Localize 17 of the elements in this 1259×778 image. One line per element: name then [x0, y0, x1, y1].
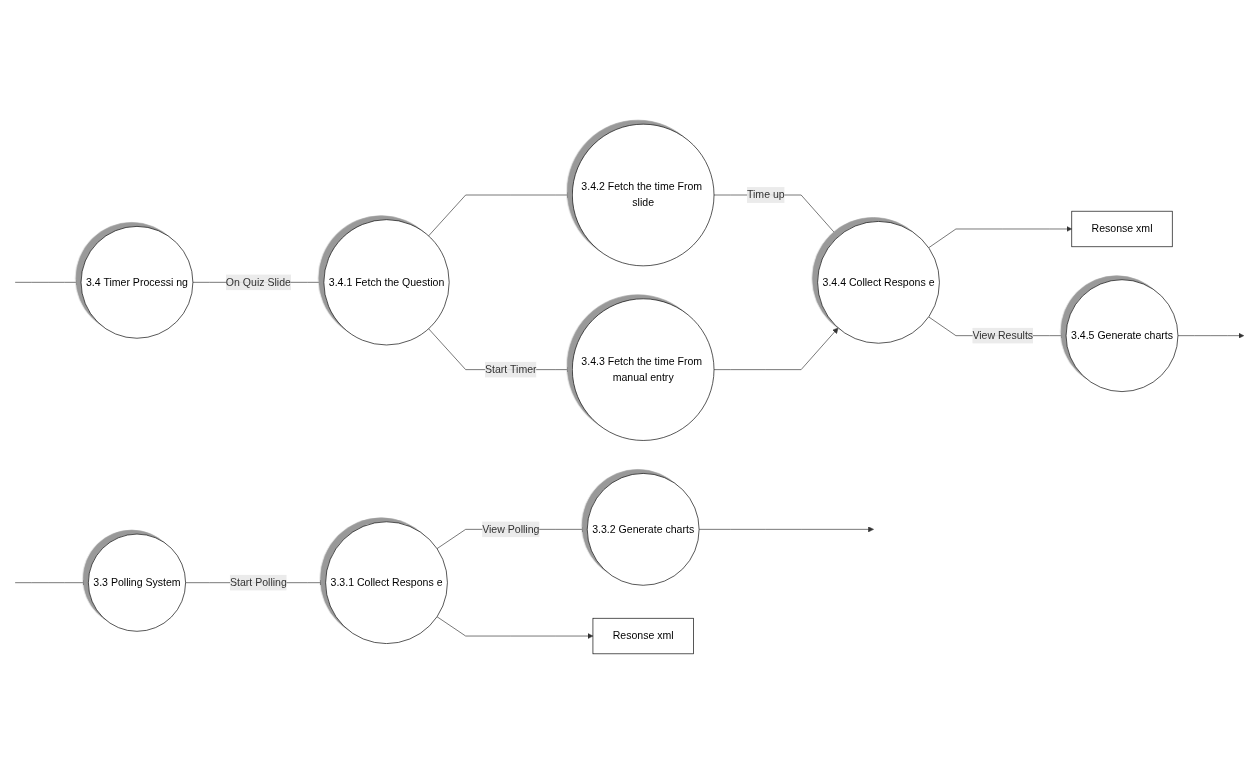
node-circle: 3.3.1 Collect Respons e	[325, 521, 448, 644]
edge-label: On Quiz Slide	[225, 276, 291, 288]
node-circle: 3.4.5 Generate charts	[1065, 279, 1179, 392]
node-circle: 3.4 Timer Processi ng	[80, 226, 194, 339]
edge-label: Start Timer	[484, 363, 537, 375]
edge-label: Start Polling	[229, 576, 287, 588]
edge-label: View Polling	[482, 523, 540, 535]
node-circle: 3.3 Polling System	[88, 533, 186, 632]
node-circle: 3.4.4 Collect Respons e	[817, 221, 940, 344]
node-circle: 3.3.2 Generate charts	[586, 473, 700, 586]
node-box: Resonse xml	[592, 617, 694, 655]
node-box: Resonse xml	[1071, 210, 1173, 248]
edge-label: View Results	[972, 329, 1034, 341]
node-circle: 3.4.2 Fetch the time From slide	[572, 123, 715, 267]
node-circle: 3.4.3 Fetch the time From manual entry	[572, 298, 715, 441]
node-circle: 3.4.1 Fetch the Question	[323, 219, 450, 346]
edge-label: Time up	[746, 189, 785, 201]
